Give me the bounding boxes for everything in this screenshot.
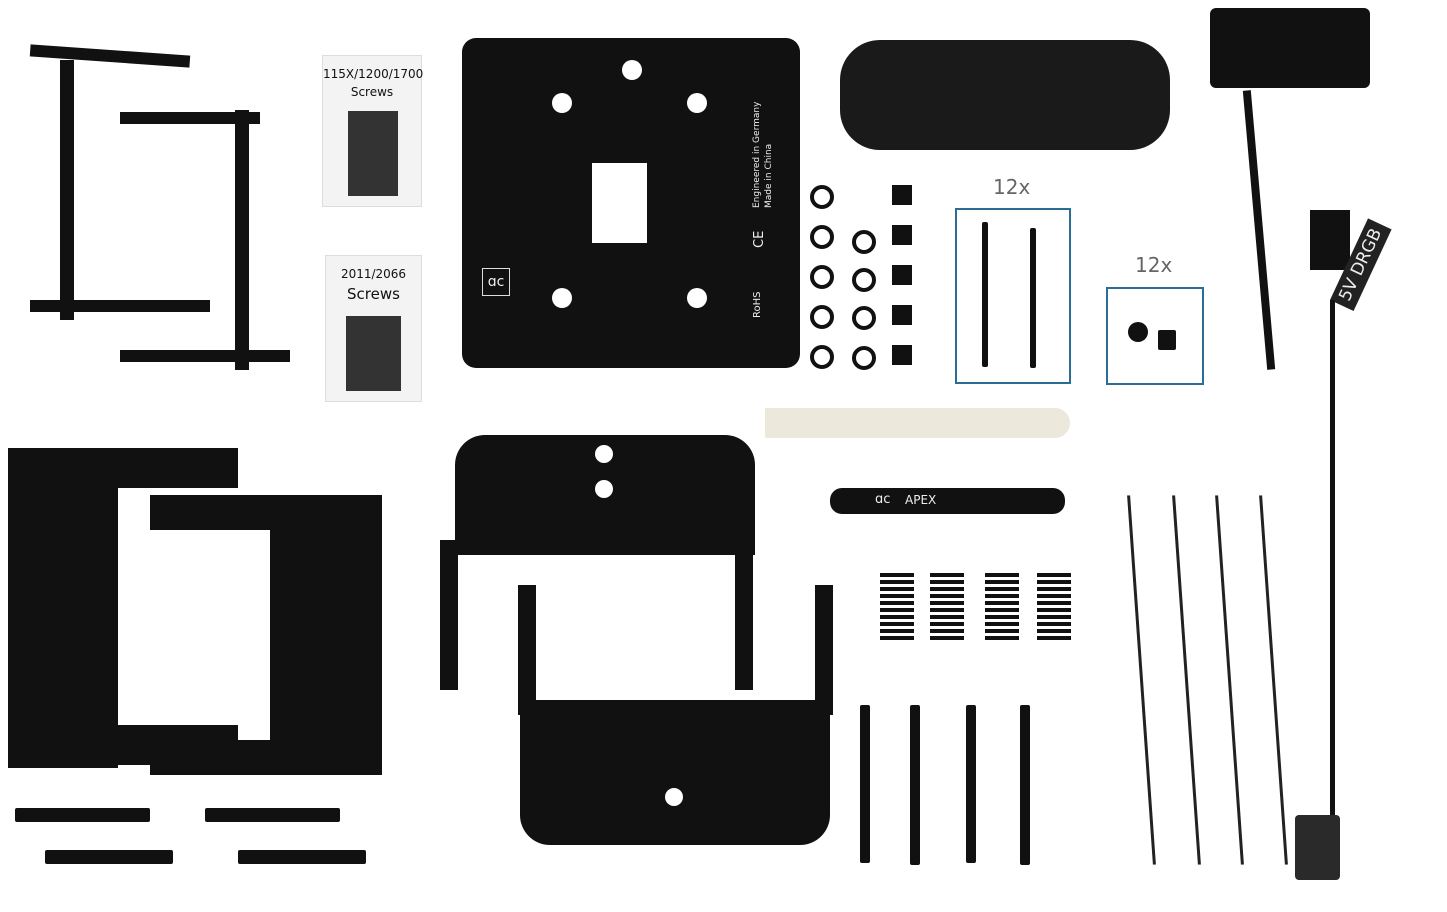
backplate-rohs-mark: RoHS (752, 291, 763, 318)
washer (810, 265, 834, 289)
drgb-plug (1295, 815, 1340, 880)
nuts-column (892, 185, 912, 375)
cable-tie (1215, 495, 1244, 865)
cable-tie (1259, 495, 1288, 865)
washer (852, 230, 876, 254)
bag-sublabel: Screws (350, 85, 394, 99)
amd-plate-right-bottom (150, 740, 382, 775)
intel-bracket-left-bottom (30, 300, 210, 312)
intel-bracket-right-top (120, 112, 260, 124)
highlight-bracket (955, 208, 1071, 384)
small-screw (1128, 322, 1148, 342)
backplate-ce-mark: CE (752, 230, 767, 248)
intel-bracket-right-bottom (120, 350, 290, 362)
amd-bracket-leg (815, 585, 833, 715)
amd-screw (45, 850, 173, 864)
amd-plate-right-top (150, 495, 382, 530)
paste-label: APEX (905, 493, 937, 507)
spring (1037, 573, 1071, 641)
amd-bracket-leg (440, 540, 458, 690)
intel-bracket-left-top (29, 44, 191, 68)
cable-tie (1172, 495, 1201, 865)
intel-bracket-left (60, 60, 74, 320)
paste-logo: ɑc (875, 492, 891, 507)
washer (852, 346, 876, 370)
standoff-screw (966, 705, 976, 863)
drgb-connector (1310, 210, 1350, 270)
amd-screw (15, 808, 150, 822)
standoff-screw (910, 705, 920, 865)
washer (810, 305, 834, 329)
highlight-bracket (1106, 287, 1204, 385)
fan-splitter (1210, 8, 1370, 88)
backplate-made-text: Made in China (764, 143, 774, 208)
screw-bag-2011: 2011/2066 Screws (325, 255, 422, 402)
long-screw (1030, 228, 1036, 368)
thermal-paste-syringe: ɑc APEX (830, 488, 1065, 514)
standoff-screw (860, 705, 870, 863)
splitter-wires (1242, 90, 1276, 370)
washer (852, 268, 876, 292)
amd-plate-left (8, 448, 118, 768)
small-screw (1158, 330, 1176, 350)
washer (810, 225, 834, 249)
bag-label: 115X/1200/1700 (323, 67, 424, 81)
backplate-engineered-text: Engineered in Germany (752, 101, 762, 208)
spring (985, 573, 1019, 641)
sata-cable (840, 40, 1170, 150)
intel-bracket-right (235, 110, 249, 370)
long-screw (982, 222, 988, 367)
amd-plate-left-top (8, 448, 238, 488)
amd-bracket-leg (518, 585, 536, 715)
drgb-wire (1330, 300, 1335, 820)
count-label-small-screws: 12x (1135, 253, 1173, 277)
screw-bag-115x: 115X/1200/1700 Screws (322, 55, 424, 207)
amd-screw (205, 808, 340, 822)
washer (852, 306, 876, 330)
spring (930, 573, 964, 641)
spring (880, 573, 914, 641)
bag-label: 2011/2066 (340, 267, 407, 281)
amd-bracket-bottom (520, 700, 830, 845)
backplate: ɑc Engineered in Germany Made in China C… (462, 38, 800, 368)
alphacool-logo: ɑc (482, 268, 510, 296)
washer (810, 185, 834, 209)
cable-tie (1127, 495, 1156, 865)
amd-bracket-top (455, 435, 755, 555)
spatula (765, 408, 1070, 438)
washer (810, 345, 834, 369)
amd-screw (238, 850, 366, 864)
amd-bracket-leg (735, 540, 753, 690)
standoff-screw (1020, 705, 1030, 865)
bag-sublabel: Screws (347, 285, 400, 303)
count-label-screws: 12x (993, 175, 1031, 199)
amd-plate-right (270, 495, 382, 775)
